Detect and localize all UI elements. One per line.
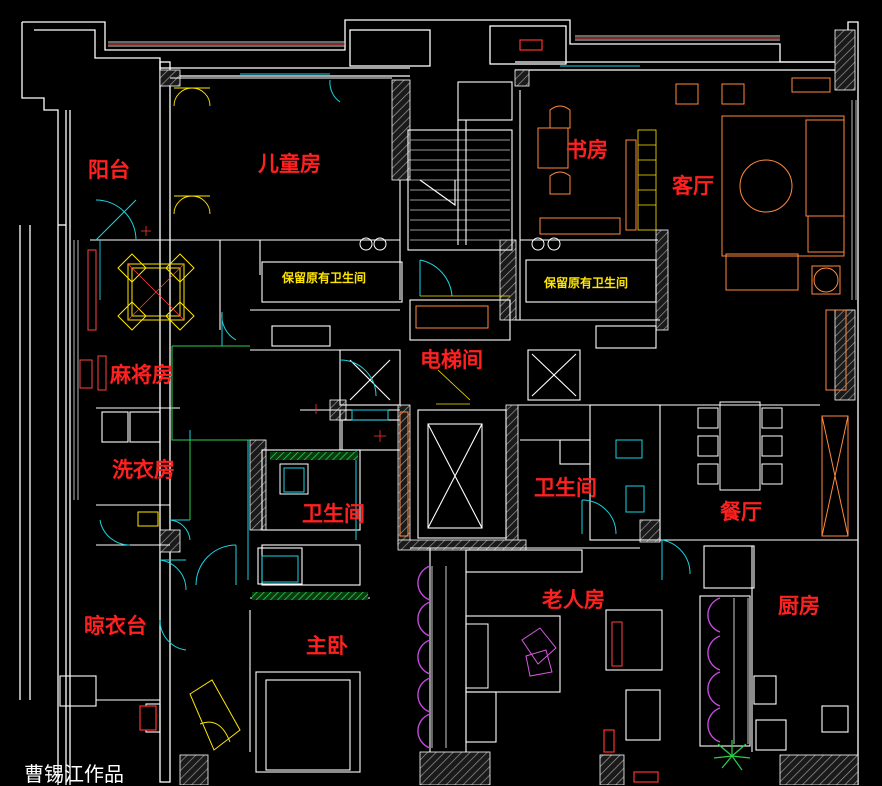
study-shelf (637, 129, 657, 231)
room-label-elder-room: 老人房 (542, 588, 605, 612)
room-label-mahjong-room: 麻将房 (110, 363, 173, 387)
wardrobe-doors (173, 87, 211, 215)
annotation-ticks (420, 295, 510, 405)
bath-fixtures (261, 409, 645, 583)
note-keep-bath-left: 保留原有卫生间 (282, 271, 367, 285)
wall-shelf (79, 249, 107, 391)
mahjong-table (117, 253, 195, 331)
room-label-kids-room: 儿童房 (258, 152, 321, 176)
elder-cushions (521, 627, 557, 677)
room-label-laundry-room: 洗衣房 (112, 458, 175, 482)
elder-tv-cabinet (611, 621, 623, 667)
living-sofa (721, 77, 847, 391)
room-label-bathroom-2: 卫生间 (534, 476, 597, 500)
windows (73, 35, 857, 500)
room-label-kitchen: 厨房 (778, 594, 820, 618)
room-label-study: 书房 (566, 138, 608, 162)
wardrobe-rails (431, 566, 749, 748)
master-lounge (189, 679, 241, 751)
wardrobes (417, 565, 721, 749)
room-label-dining-room: 餐厅 (720, 500, 762, 524)
elder-bed (465, 623, 489, 689)
room-label-balcony: 阳台 (88, 158, 130, 182)
room-label-master-bedroom: 主卧 (306, 634, 348, 658)
annotation-ticks-red (141, 226, 386, 442)
green-threshold-2 (252, 592, 368, 600)
room-label-living-room: 客厅 (672, 174, 714, 198)
toilet-outline (279, 237, 561, 495)
author-credit: 曹锡江作品 (24, 762, 124, 786)
room-label-elevator-hall: 电梯间 (420, 348, 483, 372)
panels (139, 39, 659, 783)
room-label-bathroom-1: 卫生间 (302, 502, 365, 526)
dining-table (697, 401, 783, 491)
doors (95, 79, 691, 651)
window-accents-cyan (99, 65, 640, 300)
sideboard (821, 415, 849, 537)
green-threshold (270, 452, 358, 460)
yellow-box (137, 511, 159, 527)
study-furniture (537, 83, 745, 235)
mahjong-center-2 (127, 263, 185, 321)
window-accents (108, 37, 780, 45)
outer-walls (19, 19, 859, 785)
orange-stair-rail (399, 411, 409, 537)
green-lines (171, 345, 250, 520)
interior-walls (59, 77, 858, 773)
note-keep-bath-right: 保留原有卫生间 (544, 276, 629, 290)
plant (713, 740, 751, 771)
room-label-drying-area: 晾衣台 (84, 614, 147, 638)
orange-counter (415, 305, 489, 329)
